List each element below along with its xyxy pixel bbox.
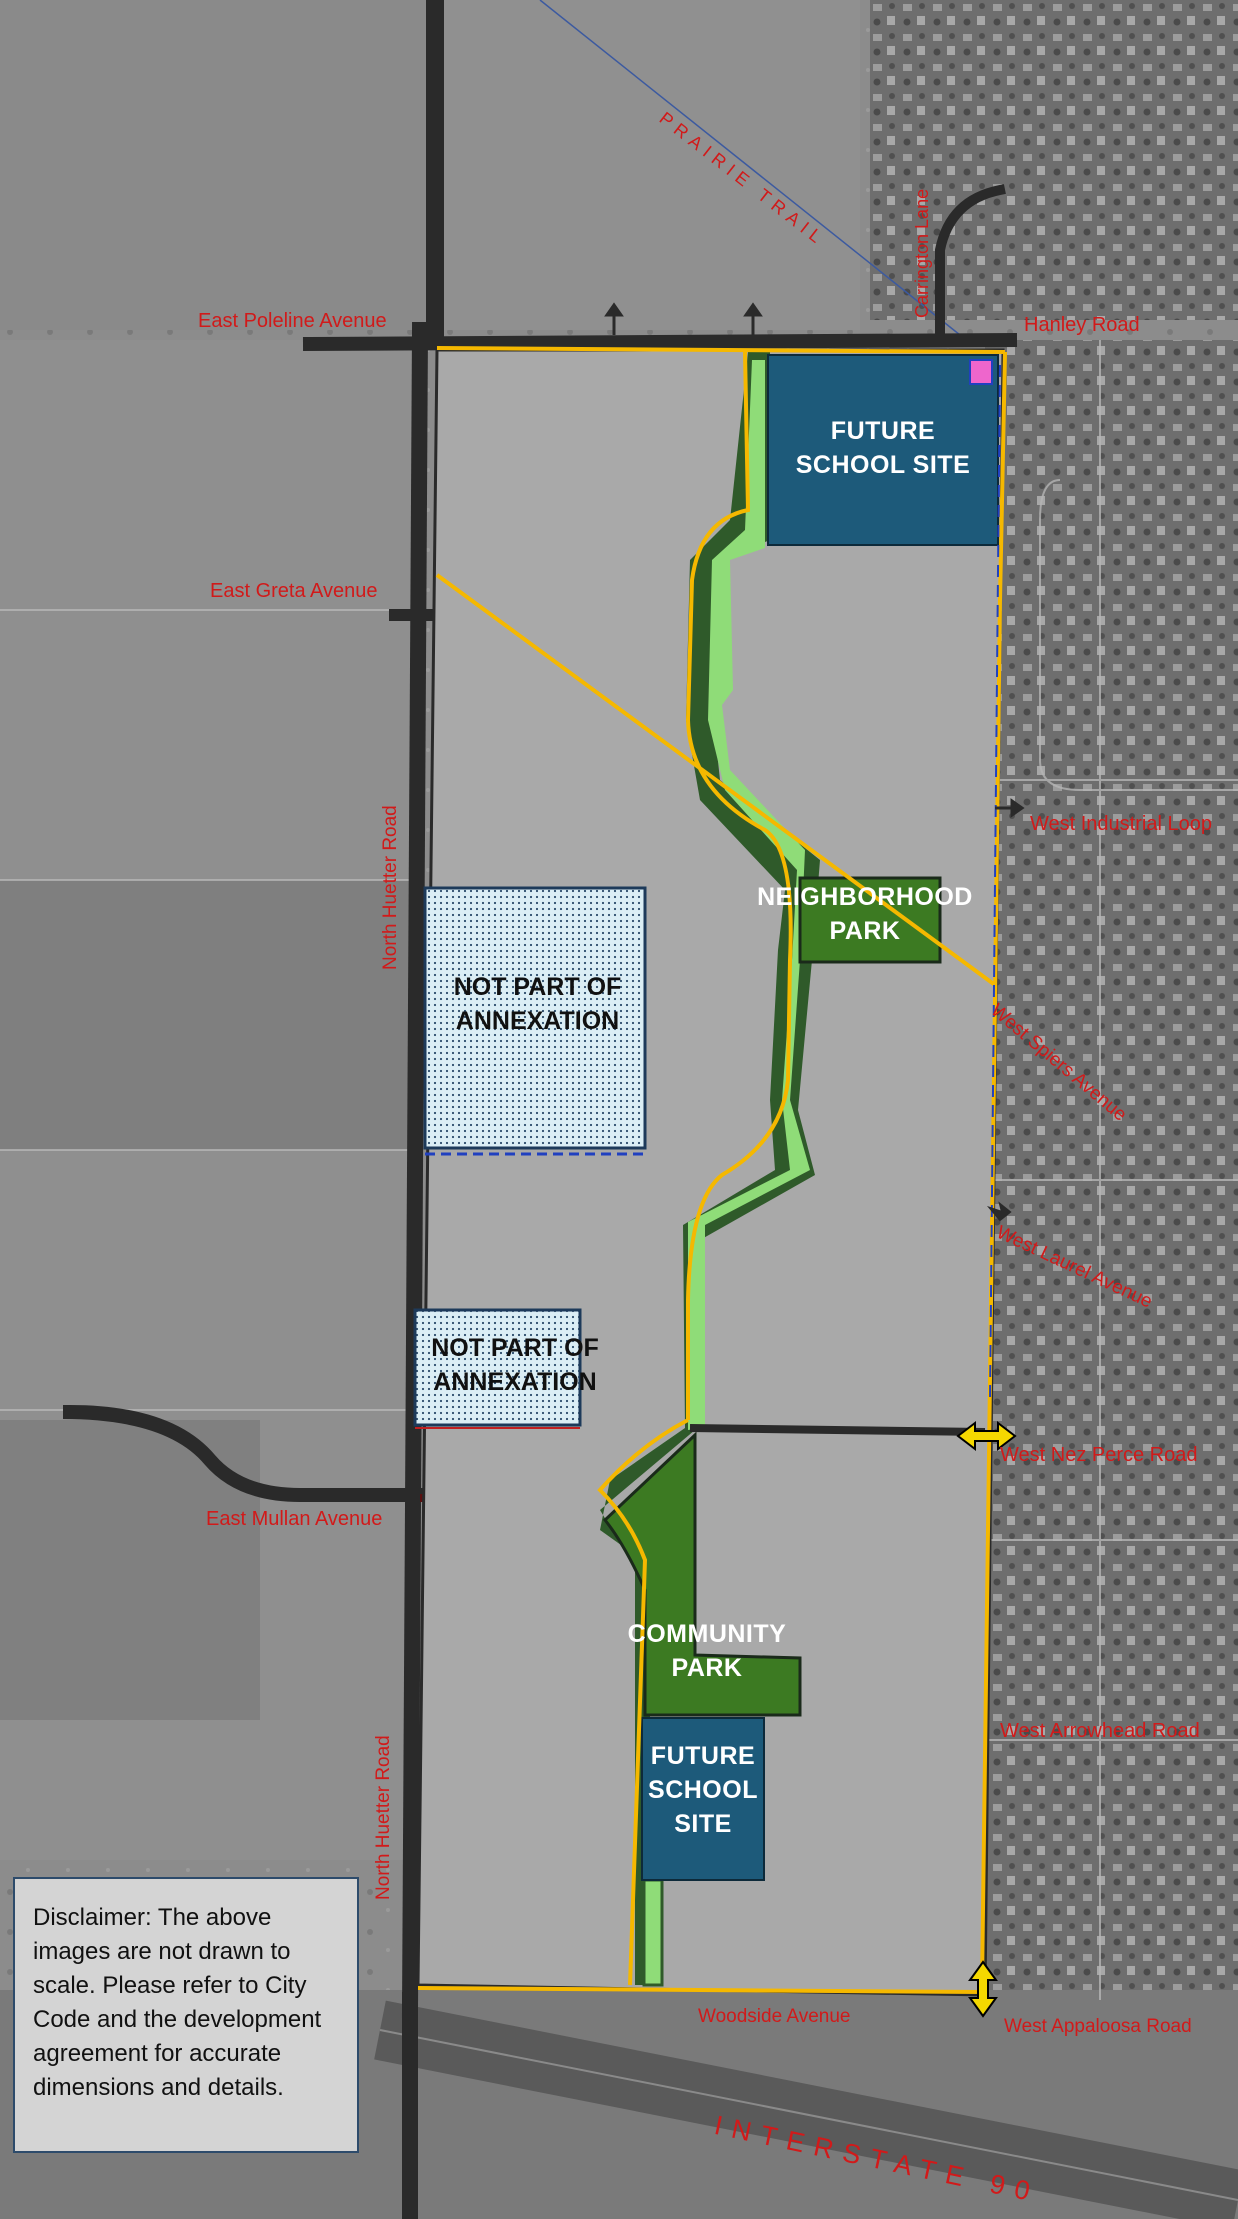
north-neighborhood (870, 0, 1238, 320)
road-label-west-nez-perce: West Nez Perce Road (1000, 1444, 1198, 1466)
road-label-carrington: Carrington Lane (912, 188, 932, 318)
road-label-hanley: Hanley Road (1024, 314, 1140, 336)
road-label-west-appaloosa: West Appaloosa Road (1004, 2016, 1192, 2037)
future-school-site-south (641, 1717, 765, 1881)
access-arrow-north-2 (743, 302, 763, 335)
east-neighborhood (985, 340, 1238, 2000)
greenway-inner (688, 360, 810, 1430)
zone-label-neighborhood-park: NEIGHBORHOOD PARK (757, 883, 973, 945)
zone-label-not-part-of-annexation-1: NOT PART OF ANNEXATION (453, 973, 622, 1035)
access-arrow-east-industrial (995, 798, 1025, 818)
small-parcel (969, 359, 993, 385)
road-label-east-greta: East Greta Avenue (210, 580, 378, 602)
zone-label-not-part-of-annexation-2: NOT PART OF ANNEXATION (431, 1334, 599, 1396)
future-school-site-north (767, 354, 999, 546)
community-park (602, 1431, 802, 1717)
east-mullan-road-line (62, 1404, 427, 1502)
north-huetter-road-line (401, 321, 429, 2019)
prairie-trail-line (539, 0, 961, 336)
road-label-west-industrial: West Industrial Loop (1030, 813, 1212, 835)
road-label-north-huetter-upper: North Huetter Road (380, 805, 401, 970)
access-arrow-north-1 (604, 302, 624, 335)
not-part-of-annexation-area-2 (413, 1308, 582, 1427)
not-part-of-annexation-area-1 (423, 886, 647, 1150)
neighborhood-park (798, 876, 942, 964)
east-poleline-road-line (302, 332, 1018, 352)
road-label-east-poleline: East Poleline Avenue (198, 310, 387, 332)
diagonal-boundary (435, 573, 997, 987)
access-arrow-east-laurel (986, 1201, 1012, 1222)
zone-label-future-school-south: FUTURE SCHOOL SITE (648, 1742, 758, 1838)
disclaimer-box: Disclaimer: The above images are not dra… (13, 1877, 359, 2153)
double-arrow-appaloosa (968, 1960, 998, 2018)
road-label-west-arrowhead: West Arrowhead Road (1000, 1720, 1200, 1742)
road-label-north-huetter-lower: North Huetter Road (373, 1735, 394, 1900)
road-label-woodside: Woodside Avenue (698, 2006, 851, 2027)
zone-label-community-park: COMMUNITY PARK (627, 1620, 787, 1682)
double-arrow-nez-perce (956, 1420, 1017, 1452)
zone-label-future-school-north: FUTURE SCHOOL SITE (795, 417, 971, 479)
road-label-east-mullan: East Mullan Avenue (206, 1508, 383, 1530)
